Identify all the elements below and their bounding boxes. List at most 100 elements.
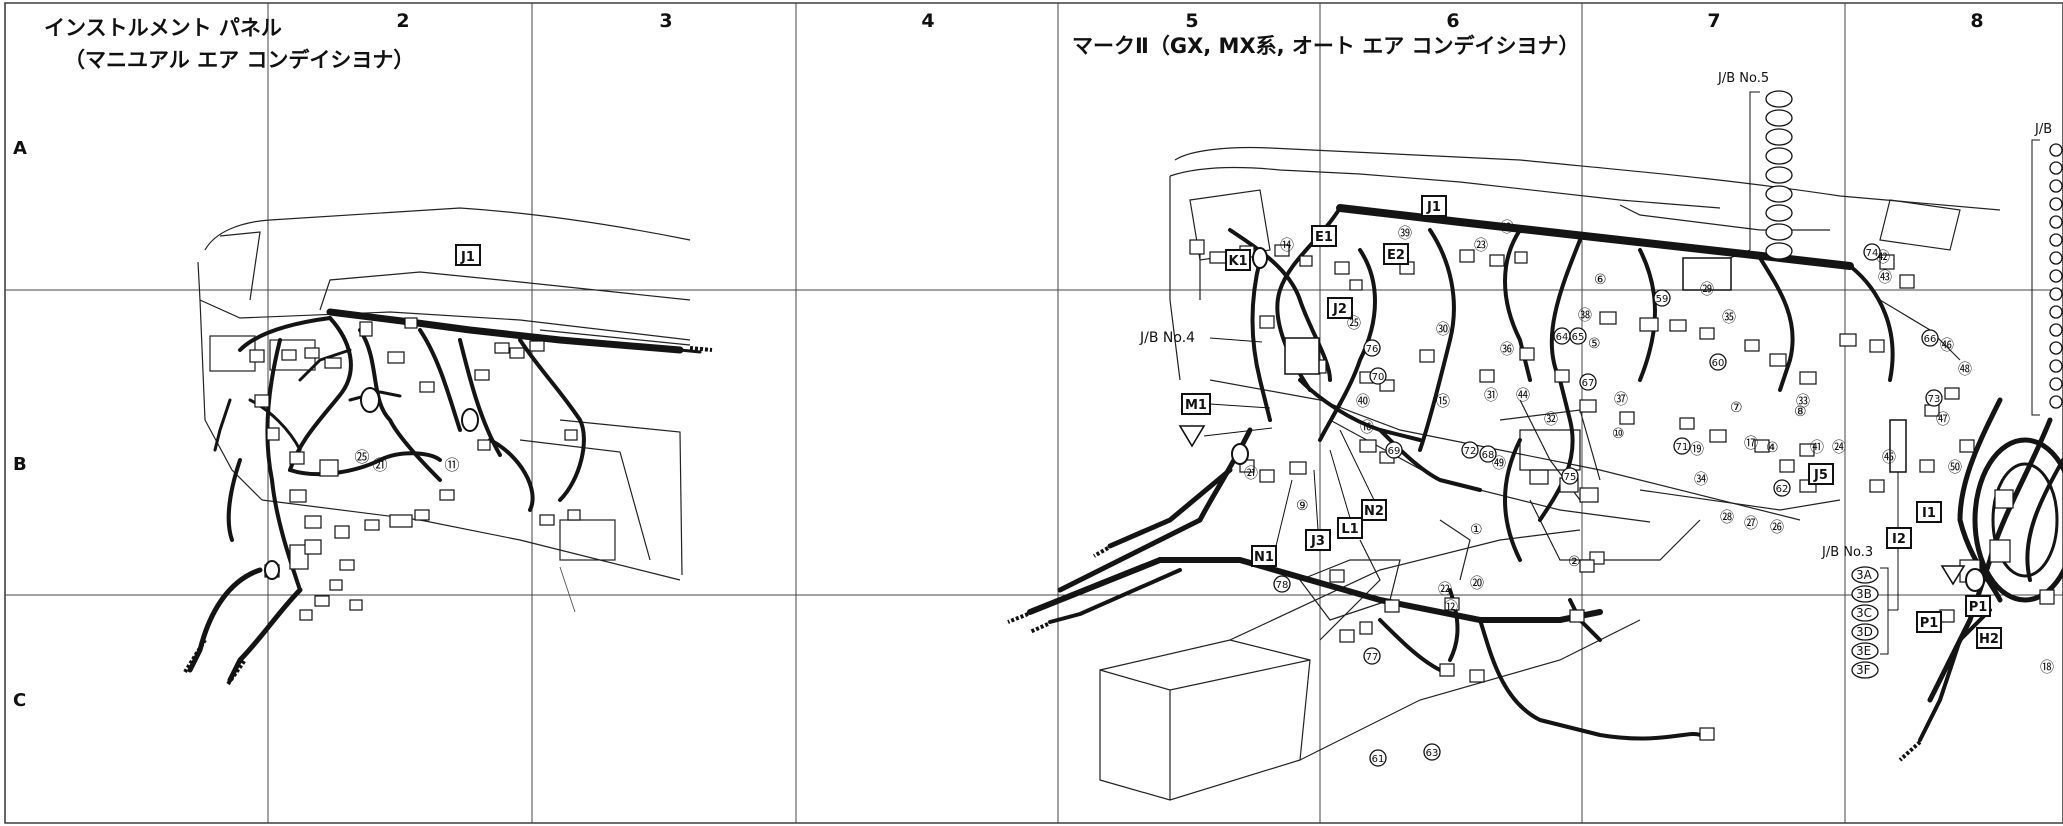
circled-68: 68 (1482, 450, 1495, 461)
circled-7: ⑦ (1730, 400, 1743, 416)
left-diagram-subtitle: （マニユアル エア コンデイシヨナ） (64, 48, 414, 72)
svg-text:3F: 3F (1856, 663, 1871, 677)
circled-60: 60 (1712, 358, 1725, 369)
circled-8: ⑧ (1794, 404, 1807, 420)
circled-50: ㊿ (1948, 460, 1962, 476)
grid-frame (4, 2, 2063, 824)
circled-71: 71 (1676, 442, 1689, 453)
jb-far-right-label: J/B (2034, 122, 2052, 137)
svg-text:J1: J1 (1426, 200, 1441, 215)
circled-30: ㉚ (1436, 322, 1450, 338)
circled-35: ㉟ (1722, 310, 1736, 326)
connector-j1-right-label: J1 (1421, 195, 1447, 217)
svg-text:3D: 3D (1856, 625, 1873, 639)
svg-text:J1: J1 (460, 250, 475, 265)
circled-76: 76 (1366, 344, 1379, 355)
column-number-7: 7 (1707, 10, 1720, 32)
svg-text:M1: M1 (1185, 398, 1207, 413)
circled-4: ④ (1766, 440, 1779, 456)
left-instrument-panel-illustration: J1 ㉕ ⑪ ㉑ (183, 207, 713, 686)
svg-text:3C: 3C (1856, 606, 1872, 620)
circled-29: ㉙ (1700, 282, 1714, 298)
circled-47: ㊼ (1936, 412, 1950, 428)
connector-j1-label: J1 (455, 244, 481, 266)
circled-43: ㊸ (1878, 270, 1892, 286)
circled-6: ⑥ (1594, 272, 1607, 288)
ground-triangle-icon (1178, 425, 1206, 448)
jb3-label: J/B No.3 (1821, 545, 1873, 560)
circled-18: ⑱ (2040, 660, 2054, 676)
left-circled-25: ㉕ (354, 448, 369, 466)
circled-27: ㉗ (1744, 516, 1758, 532)
jb-far-right-circle-markers (2049, 143, 2063, 409)
circled-78: 78 (1276, 580, 1289, 591)
circled-49: ㊾ (1492, 456, 1506, 472)
circled-67: 67 (1582, 378, 1595, 389)
svg-text:E2: E2 (1387, 248, 1405, 263)
circled-31: ㉛ (1484, 388, 1498, 404)
svg-text:H2: H2 (1979, 632, 1999, 647)
ground-triangle-icon (1940, 565, 1966, 586)
connector-j3-label: J3 (1305, 529, 1331, 551)
row-letter-a: A (13, 138, 27, 159)
column-number-6: 6 (1446, 10, 1459, 32)
circled-28: ㉘ (1720, 510, 1734, 526)
circled-74: 74 (1866, 248, 1879, 259)
left-diagram-title: インストルメント パネル (44, 16, 282, 40)
jb5-circle-markers (1765, 90, 1793, 260)
svg-text:P1: P1 (1920, 616, 1939, 631)
svg-text:3E: 3E (1856, 644, 1871, 658)
svg-text:3A: 3A (1856, 568, 1873, 582)
circled-25: ㉕ (1347, 316, 1361, 332)
right-circled-plain-numbers: 59 60 61 62 63 64 65 66 67 68 69 70 71 7… (1273, 243, 1943, 767)
circled-37: ㊲ (1614, 392, 1628, 408)
circled-75: 75 (1564, 472, 1577, 483)
connector-i2-label: I2 (1886, 527, 1912, 549)
connector-j5-label: J5 (1808, 463, 1834, 485)
circled-41: ㊶ (1810, 440, 1824, 456)
circled-20: ⑳ (1470, 576, 1484, 592)
right-diagram-title: マークⅡ（GX, MX系, オート エア コンデイシヨナ） (1072, 34, 1580, 58)
connector-i1-label: I1 (1916, 501, 1942, 523)
column-number-3: 3 (659, 10, 672, 32)
jb4-block (1284, 337, 1320, 375)
circled-65: 65 (1572, 332, 1585, 343)
circled-14: ⑭ (1280, 238, 1294, 254)
circled-70: 70 (1372, 372, 1385, 383)
jb3-connector-list: 3A 3B 3C 3D 3E 3F (1856, 568, 1873, 677)
circled-38: ㊳ (1578, 308, 1592, 324)
connector-e2-label: E2 (1383, 243, 1409, 265)
connector-p1-label: P1 (1916, 611, 1942, 633)
circled-46: ㊻ (1940, 338, 1954, 354)
column-number-4: 4 (921, 10, 934, 32)
connector-n1-label: N1 (1251, 545, 1277, 567)
row-letter-c: C (13, 690, 26, 711)
svg-text:K1: K1 (1228, 254, 1247, 269)
circled-15: ⑮ (1436, 394, 1450, 410)
svg-text:J5: J5 (1813, 468, 1828, 483)
right-instrument-panel-illustration: J/B No.4 J/B No.5 5A 5B 5C 5D 5E 5F 5G 5… (1007, 71, 2063, 801)
connector-j2-label: J2 (1327, 297, 1353, 319)
svg-text:P1: P1 (1969, 600, 1988, 615)
circled-77: 77 (1366, 652, 1379, 663)
jb5-block (1682, 257, 1732, 291)
svg-text:I1: I1 (1922, 506, 1936, 521)
svg-text:J3: J3 (1310, 534, 1325, 549)
circled-39: ㊴ (1398, 226, 1412, 242)
row-header-column: A B C (13, 138, 27, 711)
right-circled-numbers: ⑭ ㊴ ⑬ ㉓ ㉟ ㉕ ⑥ ㉚ ⑮ ㊾ ㊱ ⑯ ㉜ ㊸ ㊻ ㊺ ⑤ ⑦ ④ ⑧ … (1244, 220, 2054, 676)
circled-73: 73 (1928, 394, 1941, 405)
connector-l1-label: L1 (1337, 517, 1363, 539)
svg-text:J2: J2 (1332, 302, 1347, 317)
connector-k1-label: K1 (1225, 249, 1251, 271)
svg-text:N1: N1 (1254, 550, 1274, 565)
connector-p1-second-label: P1 (1965, 595, 1991, 617)
circled-66: 66 (1924, 334, 1937, 345)
circled-40: ㊵ (1356, 394, 1370, 410)
circled-72: 72 (1464, 446, 1477, 457)
circled-23: ㉓ (1474, 238, 1488, 254)
circled-48: ㊽ (1958, 362, 1972, 378)
connector-h2-label: H2 (1976, 627, 2002, 649)
circled-44: ㊹ (1516, 388, 1530, 404)
circled-22: ㉒ (1438, 582, 1452, 598)
